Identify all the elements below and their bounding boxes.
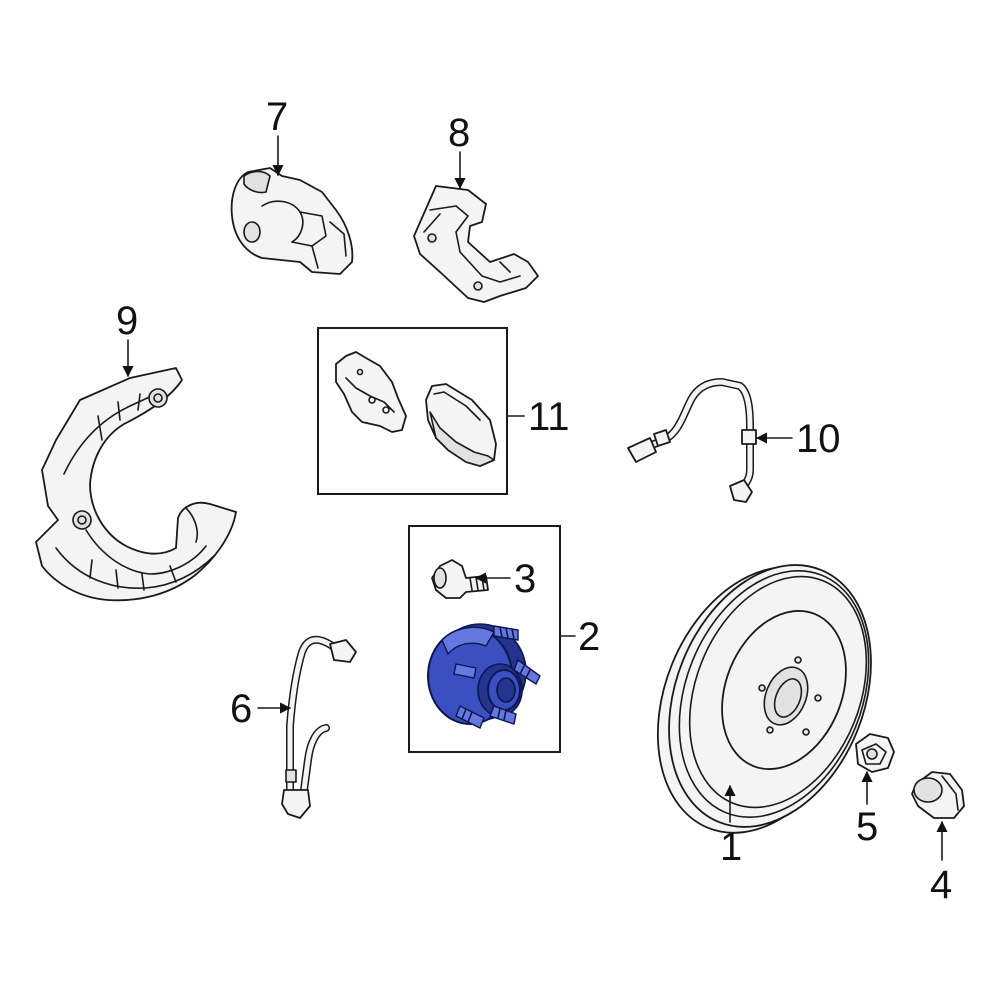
caliper-bracket-part[interactable]	[413, 185, 539, 303]
callout-4: 4	[930, 863, 952, 907]
brake-pads-box	[317, 327, 508, 495]
callout-11: 11	[528, 395, 570, 439]
abs-sensor-wire-part[interactable]	[281, 635, 357, 819]
lug-nut-cap-part[interactable]	[911, 771, 965, 819]
splash-shield-part[interactable]	[35, 367, 237, 602]
brake-hose-part[interactable]	[627, 378, 757, 503]
callout-7: 7	[266, 95, 288, 139]
callout-1: 1	[720, 825, 742, 869]
callout-8: 8	[448, 111, 470, 155]
callout-2: 2	[578, 615, 600, 659]
brake-rotor-part[interactable]	[620, 535, 908, 864]
lug-nut-part[interactable]	[855, 733, 895, 773]
callout-3: 3	[514, 557, 536, 601]
hub-bolt-part[interactable]	[431, 559, 489, 599]
callout-10: 10	[796, 417, 841, 461]
callout-9: 9	[116, 299, 138, 343]
brake-pads-part[interactable]	[335, 351, 497, 467]
callout-6: 6	[230, 687, 252, 731]
callout-5: 5	[856, 805, 878, 849]
wheel-hub-assembly-part[interactable]	[427, 623, 541, 729]
hub-assembly-box	[408, 525, 561, 753]
brake-caliper-part[interactable]	[230, 167, 354, 275]
